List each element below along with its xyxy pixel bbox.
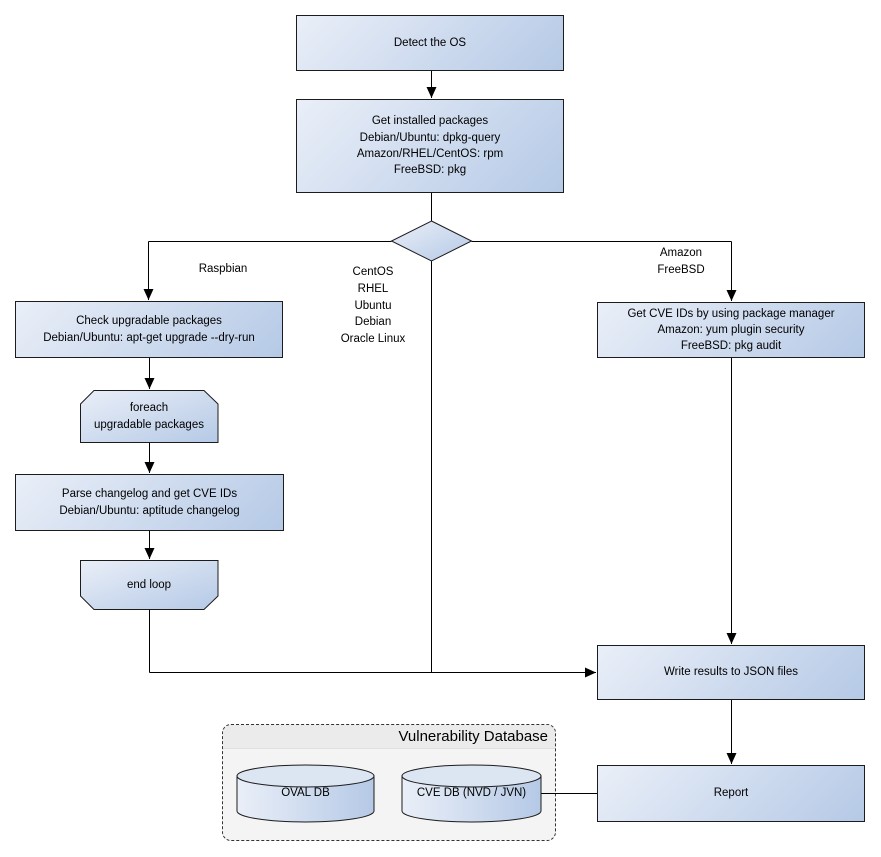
oval-db-label: OVAL DB xyxy=(281,786,330,799)
node-report: Report xyxy=(597,765,865,822)
vulnerability-database-header: Vulnerability Database xyxy=(223,725,555,749)
loop-start-label: foreach upgradable packages xyxy=(94,401,204,431)
edge-label-os-list: CentOS RHEL Ubuntu Debian Oracle Linux xyxy=(340,266,406,345)
node-detect-os: Detect the OS xyxy=(296,15,564,71)
vulnerability-database-title: Vulnerability Database xyxy=(398,728,548,745)
node-get-installed-packages: Get installed packages Debian/Ubuntu: dp… xyxy=(296,99,564,193)
edge-label-amazon-freebsd: Amazon FreeBSD xyxy=(657,247,705,276)
node-check-upgradable-packages: Check upgradable packages Debian/Ubuntu:… xyxy=(15,301,283,358)
node-get-cve-ids: Get CVE IDs by using package manager Ama… xyxy=(597,302,865,358)
node-parse-changelog: Parse changelog and get CVE IDs Debian/U… xyxy=(15,474,284,531)
loop-end-label: end loop xyxy=(126,578,172,591)
edge-label-raspbian: Raspbian xyxy=(198,262,248,275)
decision-diamond xyxy=(390,220,473,262)
node-write-results-json: Write results to JSON files xyxy=(597,645,865,700)
cve-db-label: CVE DB (NVD / JVN) xyxy=(416,786,527,799)
